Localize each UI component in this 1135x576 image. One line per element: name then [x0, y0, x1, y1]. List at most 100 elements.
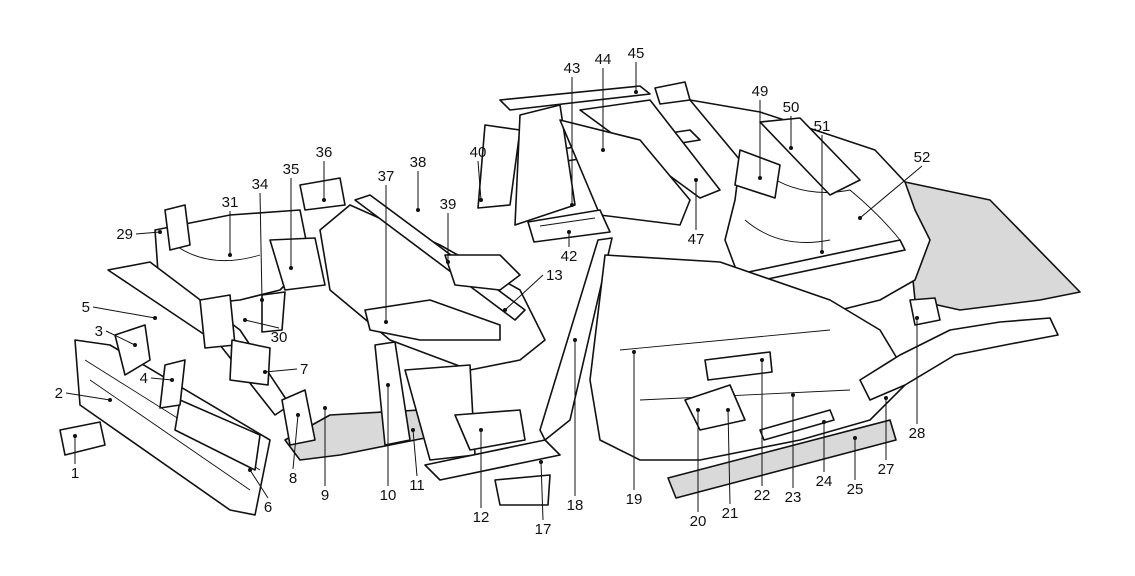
sill-front-17: [424, 439, 561, 481]
panel-7: [229, 339, 271, 386]
callout-label-12: 12: [473, 509, 490, 526]
callout-label-22: 22: [754, 487, 771, 504]
callout-20: 20: [690, 408, 707, 530]
callout-anchor-3: [133, 343, 137, 347]
firewall-cowl-13: [319, 204, 546, 371]
callout-label-10: 10: [380, 487, 397, 504]
rear-crossmember-50: [759, 117, 861, 196]
callout-51: 51: [814, 118, 830, 254]
callout-label-39: 39: [440, 196, 457, 213]
callout-34: 34: [252, 176, 268, 302]
callout-label-20: 20: [690, 513, 707, 530]
callout-anchor-51: [820, 250, 824, 254]
callout-45: 45: [628, 45, 644, 94]
callout-anchor-17: [539, 460, 543, 464]
callout-label-21: 21: [722, 505, 739, 522]
callout-label-28: 28: [909, 425, 926, 442]
callout-23: 23: [785, 393, 802, 506]
callout-label-9: 9: [321, 487, 329, 504]
callout-anchor-11: [411, 428, 415, 432]
callout-anchor-13: [503, 308, 507, 312]
callout-19: 19: [626, 350, 642, 508]
callout-label-42: 42: [561, 248, 578, 265]
callout-anchor-24: [822, 420, 826, 424]
reinforcement-42: [527, 209, 611, 243]
callout-leader-21: [727, 409, 731, 505]
bracket-3: [114, 324, 151, 376]
callout-38: 38: [410, 154, 427, 212]
callout-7: 7: [263, 361, 308, 378]
callout-11: 11: [409, 428, 425, 494]
callout-anchor-4: [170, 378, 174, 382]
callout-anchor-35: [289, 266, 293, 270]
callout-anchor-18: [573, 338, 577, 342]
callout-anchor-7: [263, 370, 267, 374]
callout-label-40: 40: [470, 144, 487, 161]
callout-label-50: 50: [783, 99, 800, 116]
callout-leader-30: [244, 319, 280, 329]
callout-1: 1: [71, 434, 79, 482]
callout-leader-7: [264, 368, 298, 373]
frame-rail-8: [281, 389, 316, 446]
callout-leader-2: [65, 392, 111, 401]
callout-anchor-12: [479, 428, 483, 432]
callout-anchor-40: [479, 198, 483, 202]
callout-anchor-43: [570, 203, 574, 207]
callout-22: 22: [754, 358, 771, 504]
callout-label-17: 17: [535, 521, 552, 538]
callout-9: 9: [321, 406, 329, 504]
callout-anchor-29: [158, 230, 162, 234]
callout-anchor-23: [791, 393, 795, 397]
callout-anchor-5: [153, 316, 157, 320]
callout-31: 31: [222, 194, 238, 257]
callout-2: 2: [55, 385, 112, 402]
callout-anchor-19: [632, 350, 636, 354]
callout-leader-52: [859, 165, 923, 219]
bracket-4: [159, 359, 186, 409]
callout-label-4: 4: [140, 370, 148, 387]
callout-37: 37: [378, 168, 394, 324]
callout-13: 13: [503, 267, 563, 312]
front-valance-2: [74, 339, 271, 516]
callout-40: 40: [470, 144, 487, 202]
callout-27: 27: [878, 396, 894, 478]
tow-hook-bracket-1: [59, 421, 106, 456]
callout-anchor-37: [384, 320, 388, 324]
callout-39: 39: [440, 196, 457, 264]
callout-label-24: 24: [816, 473, 833, 490]
callout-anchor-36: [322, 198, 326, 202]
headlight-support-30: [199, 294, 236, 349]
callout-label-1: 1: [71, 465, 79, 482]
shock-tower-35: [269, 237, 326, 291]
callout-leader-4: [150, 377, 173, 381]
callout-label-38: 38: [410, 154, 427, 171]
callout-label-36: 36: [316, 144, 333, 161]
callout-anchor-49: [758, 176, 762, 180]
callout-anchor-25: [853, 436, 857, 440]
callout-4: 4: [140, 370, 174, 387]
callout-anchor-9: [323, 406, 327, 410]
callout-label-23: 23: [785, 489, 802, 506]
callout-leader-40: [477, 160, 482, 201]
callout-anchor-10: [386, 383, 390, 387]
callout-anchor-44: [601, 148, 605, 152]
callout-35: 35: [283, 161, 299, 270]
callout-3: 3: [95, 323, 137, 347]
callout-label-11: 11: [409, 477, 425, 494]
rear-bracket-49: [734, 149, 781, 199]
callout-43: 43: [564, 60, 580, 207]
callout-47: 47: [688, 178, 704, 248]
parts-layer: [59, 81, 1081, 516]
callout-leader-3: [105, 330, 136, 346]
callout-25: 25: [847, 436, 863, 498]
callout-anchor-34: [260, 298, 264, 302]
callout-anchor-2: [108, 398, 112, 402]
callout-label-8: 8: [289, 470, 297, 487]
callout-leader-34: [259, 192, 263, 301]
callout-label-44: 44: [595, 51, 612, 68]
sill-extension-17: [494, 474, 551, 506]
callout-anchor-47: [694, 178, 698, 182]
callout-anchor-22: [760, 358, 764, 362]
